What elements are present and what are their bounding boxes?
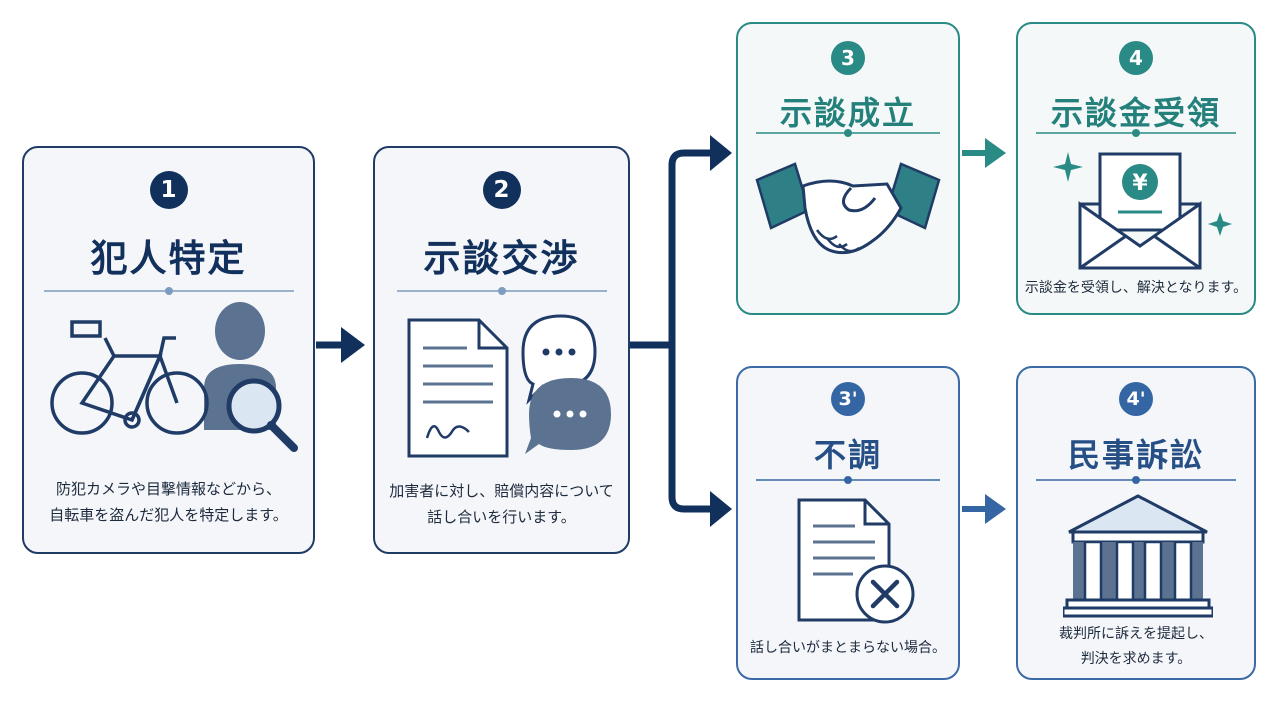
courthouse-icon: [1063, 494, 1213, 618]
handshake-icon: [755, 162, 941, 255]
cross-circle-icon: [855, 564, 915, 624]
step-number-badge: 3': [831, 382, 865, 416]
divider: [1036, 129, 1236, 137]
step-number-badge: 2: [482, 171, 521, 209]
magnifier-icon: [226, 378, 298, 452]
step-title: 示談成立: [779, 94, 916, 132]
step-title: 犯人特定: [90, 237, 247, 280]
step-card-3: 3 示談成立: [736, 22, 960, 315]
divider: [396, 287, 607, 295]
svg-text:¥: ¥: [1132, 171, 1148, 196]
step1-illustration: [50, 302, 298, 452]
step-card-4: 4 示談金受領 ¥ 示談金を受領し、解決となります。: [1016, 22, 1256, 315]
arrow-1-to-2: [316, 327, 365, 363]
step-title: 民事訴訟: [1067, 436, 1204, 474]
step4-illustration: ¥: [1053, 152, 1232, 270]
step-card-1: 1 犯人特定 防犯カメラや目撃情報などから、 自転車を盗んだ犯人を特定します。: [22, 146, 315, 554]
step-description: 話し合いがまとまらない場合。: [750, 640, 946, 656]
step-number-badge: 3: [831, 41, 865, 75]
step-title: 示談交渉: [423, 237, 580, 280]
sparkle-icon: [1053, 152, 1232, 236]
arrow-3b-to-4b: [962, 494, 1006, 524]
step-number-badge: 4': [1119, 382, 1153, 416]
divider: [1036, 476, 1236, 484]
step-number-badge: 4: [1119, 41, 1153, 75]
step-description: 加害者に対し、賠償内容について 話し合いを行います。: [389, 482, 614, 527]
yen-coin-icon: ¥: [1118, 164, 1162, 214]
step3b-illustration: [797, 498, 915, 624]
step-number-badge: 1: [149, 171, 188, 209]
branch-arrow: [630, 135, 732, 527]
step-description: 示談金を受領し、解決となります。: [1024, 280, 1248, 296]
step-title: 不調: [813, 436, 882, 474]
divider: [756, 129, 940, 137]
step-title: 示談金受領: [1050, 94, 1221, 132]
bicycle-icon: [50, 320, 209, 435]
arrow-3-to-4: [962, 138, 1006, 168]
step-card-2: 2 示談交渉 加害者に対し、賠償内容について 話し合いを行います。: [373, 146, 630, 554]
step-card-3b: 3' 不調 話し合いがまとまらない場合。: [736, 366, 960, 680]
step2-illustration: [407, 314, 611, 458]
step-card-4b: 4' 民事訴訟 裁判所に訴えを提起し、 判決を求めます。: [1016, 366, 1256, 680]
chat-bubbles-icon: [521, 314, 611, 454]
divider: [43, 287, 294, 295]
document-icon: [407, 318, 509, 458]
step-description: 裁判所に訴えを提起し、 判決を求めます。: [1059, 626, 1213, 667]
divider: [756, 476, 940, 484]
step-description: 防犯カメラや目撃情報などから、 自転車を盗んだ犯人を特定します。: [49, 480, 288, 525]
